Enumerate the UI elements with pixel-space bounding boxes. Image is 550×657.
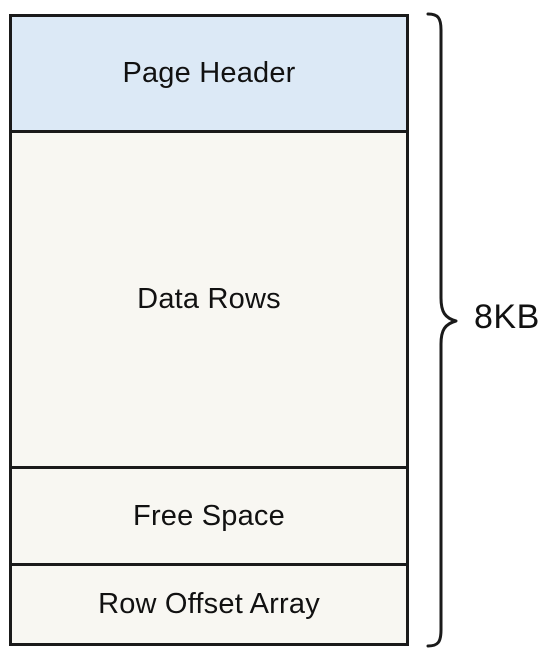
page-header-label: Page Header xyxy=(122,57,296,89)
row-offset-array-section: Row Offset Array xyxy=(12,563,406,643)
data-rows-section: Data Rows xyxy=(12,130,406,466)
row-offset-array-label: Row Offset Array xyxy=(98,588,320,620)
free-space-section: Free Space xyxy=(12,466,406,563)
free-space-label: Free Space xyxy=(133,499,285,532)
size-brace xyxy=(426,12,458,648)
data-rows-label: Data Rows xyxy=(137,283,281,315)
page-layout-box: Page Header Data Rows Free Space Row Off… xyxy=(9,14,409,646)
page-header-section: Page Header xyxy=(12,17,406,130)
page-size-label: 8KB xyxy=(474,298,540,336)
